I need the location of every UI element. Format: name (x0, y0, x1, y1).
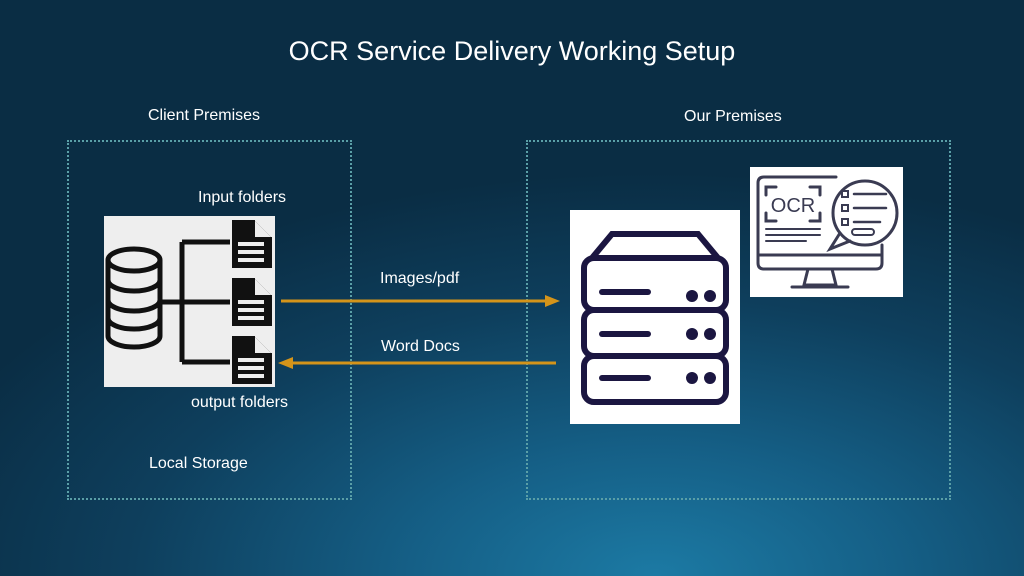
images-pdf-label: Images/pdf (380, 270, 460, 287)
our-premises-heading: Our Premises (684, 108, 782, 125)
ocr-text: OCR (771, 195, 815, 217)
local-storage-illustration (104, 216, 275, 387)
local-storage-label: Local Storage (149, 455, 248, 472)
folder-icon (232, 220, 272, 268)
client-premises-heading: Client Premises (148, 107, 261, 124)
output-folders-label: output folders (191, 394, 288, 411)
page-title: OCR Service Delivery Working Setup (288, 36, 736, 66)
ocr-monitor-icon (756, 175, 899, 289)
input-folders-label: Input folders (198, 189, 287, 206)
folder-icon (232, 336, 272, 384)
server-icon (581, 231, 729, 405)
folder-icon (232, 278, 272, 326)
server-illustration (570, 210, 740, 424)
our-premises-zone (526, 140, 951, 500)
client-premises-zone (67, 140, 352, 500)
word-docs-label: Word Docs (381, 338, 460, 355)
server-status-lights (686, 290, 716, 384)
database-icon (105, 246, 163, 350)
ocr-illustration: OCR (750, 167, 903, 297)
folder-tree-lines (160, 239, 230, 365)
